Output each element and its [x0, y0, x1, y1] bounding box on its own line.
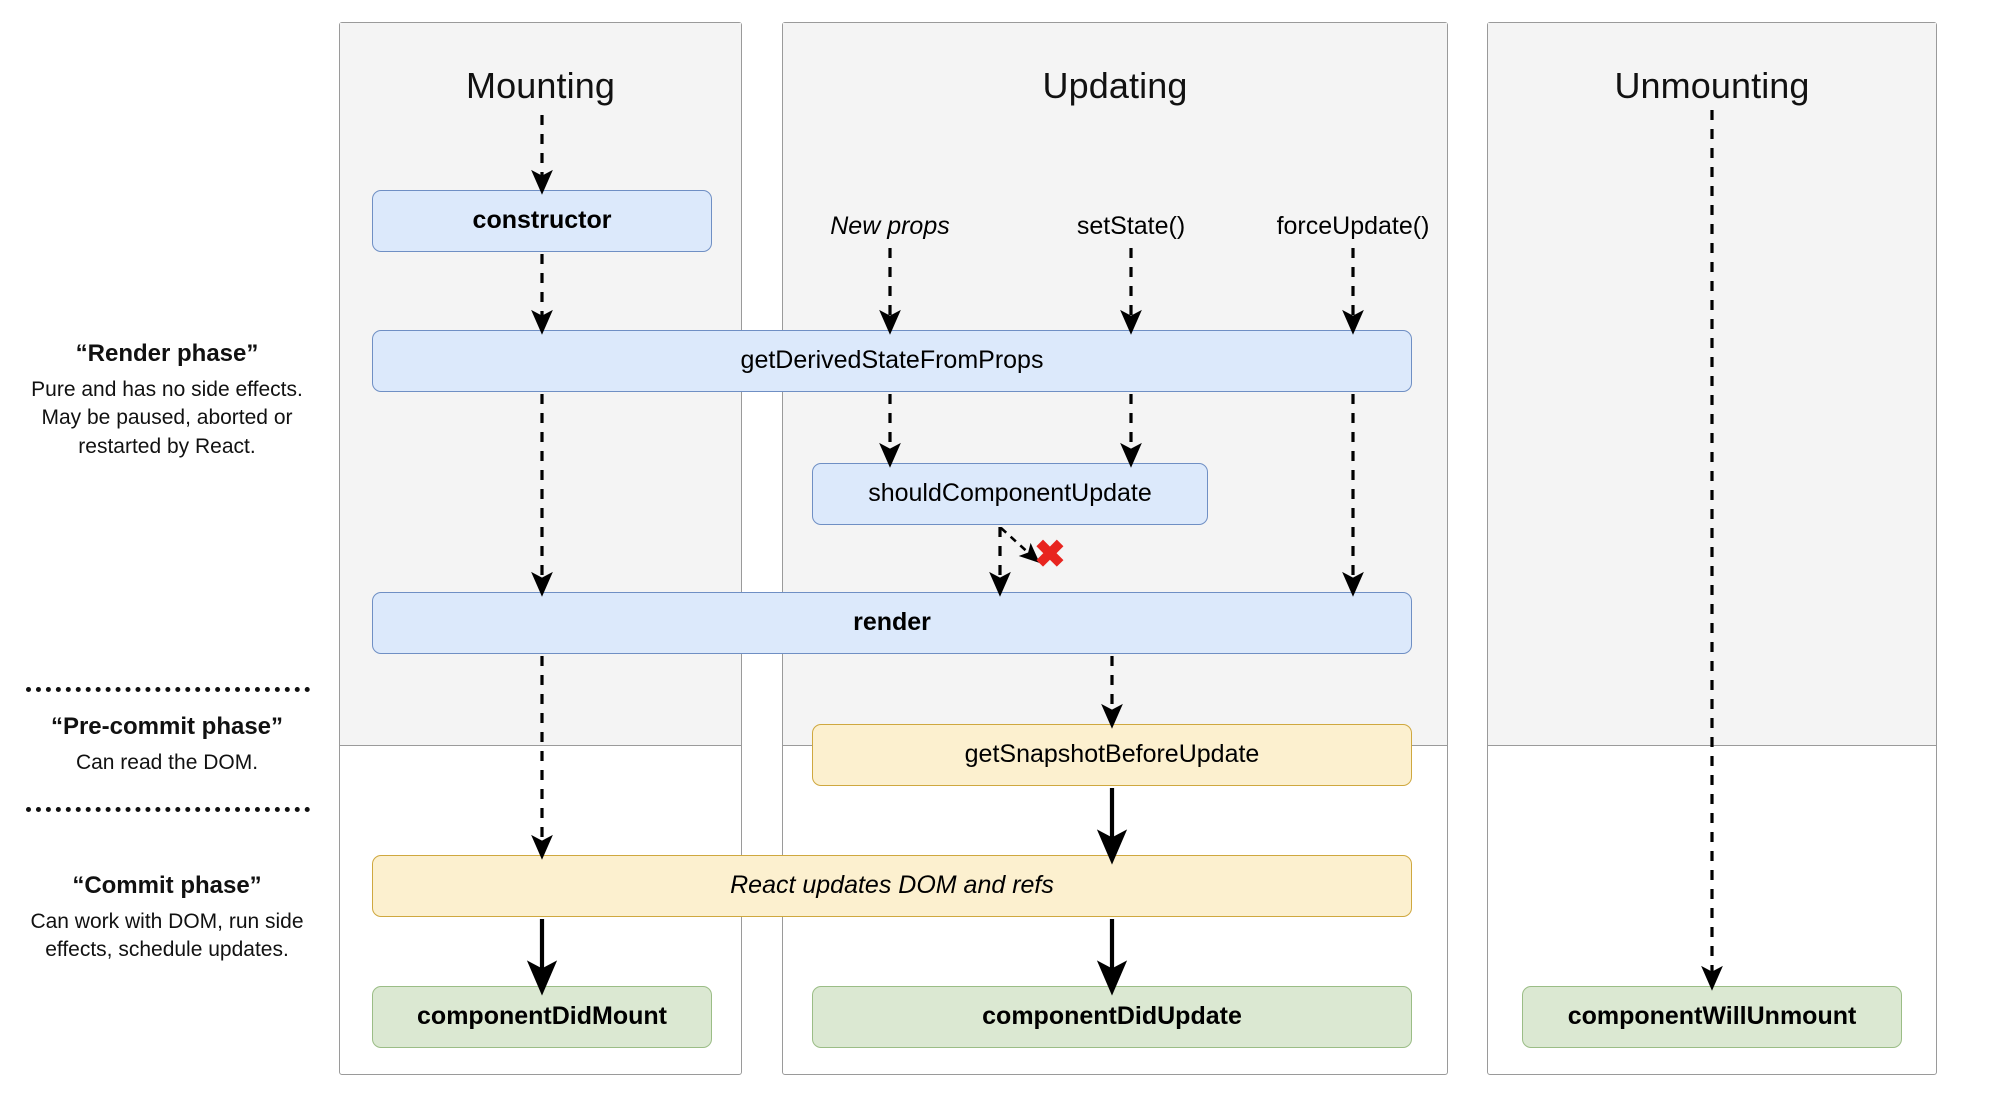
- legend-title-pre-commit-phase: “Pre-commit phase”: [50, 713, 284, 740]
- legend-body-pre-commit-phase: Can read the DOM.: [75, 751, 259, 774]
- legend-title-commit-phase: “Commit phase”: [72, 872, 262, 899]
- render-phase-shade-unmounting: [1488, 23, 1936, 746]
- trigger-set-state: setState(): [1076, 212, 1186, 240]
- column-updating: Updating: [782, 22, 1448, 1075]
- legend-pre-commit-phase: “Pre-commit phase” Can read the DOM.: [14, 713, 320, 777]
- trigger-new-props: New props: [830, 212, 950, 240]
- divider-above-commit: [26, 807, 310, 812]
- box-should-component-update[interactable]: shouldComponentUpdate: [812, 463, 1208, 525]
- box-render[interactable]: render: [372, 592, 1412, 654]
- column-title-mounting: Mounting: [466, 65, 615, 106]
- divider-above-pre-commit: [26, 687, 310, 692]
- box-component-did-mount[interactable]: componentDidMount: [372, 986, 712, 1048]
- column-unmounting: Unmounting: [1487, 22, 1937, 1075]
- column-title-updating: Updating: [1042, 65, 1188, 106]
- legend-body-commit-phase: Can work with DOM, run side effects, sch…: [30, 910, 304, 962]
- box-get-derived-state-from-props[interactable]: getDerivedStateFromProps: [372, 330, 1412, 392]
- box-react-updates-dom-and-refs[interactable]: React updates DOM and refs: [372, 855, 1412, 917]
- box-get-snapshot-before-update[interactable]: getSnapshotBeforeUpdate: [812, 724, 1412, 786]
- legend-body-render-phase: Pure and has no side effects. May be pau…: [31, 378, 303, 458]
- skip-render-x-icon: ✖: [1034, 534, 1066, 576]
- legend-title-render-phase: “Render phase”: [75, 340, 259, 367]
- column-mounting: Mounting: [339, 22, 742, 1075]
- box-constructor[interactable]: constructor: [372, 190, 712, 252]
- legend-commit-phase: “Commit phase” Can work with DOM, run si…: [14, 872, 320, 965]
- trigger-force-update: forceUpdate(): [1276, 212, 1430, 240]
- box-component-will-unmount[interactable]: componentWillUnmount: [1522, 986, 1902, 1048]
- box-component-did-update[interactable]: componentDidUpdate: [812, 986, 1412, 1048]
- legend-render-phase: “Render phase” Pure and has no side effe…: [14, 340, 320, 461]
- column-title-unmounting: Unmounting: [1614, 65, 1810, 106]
